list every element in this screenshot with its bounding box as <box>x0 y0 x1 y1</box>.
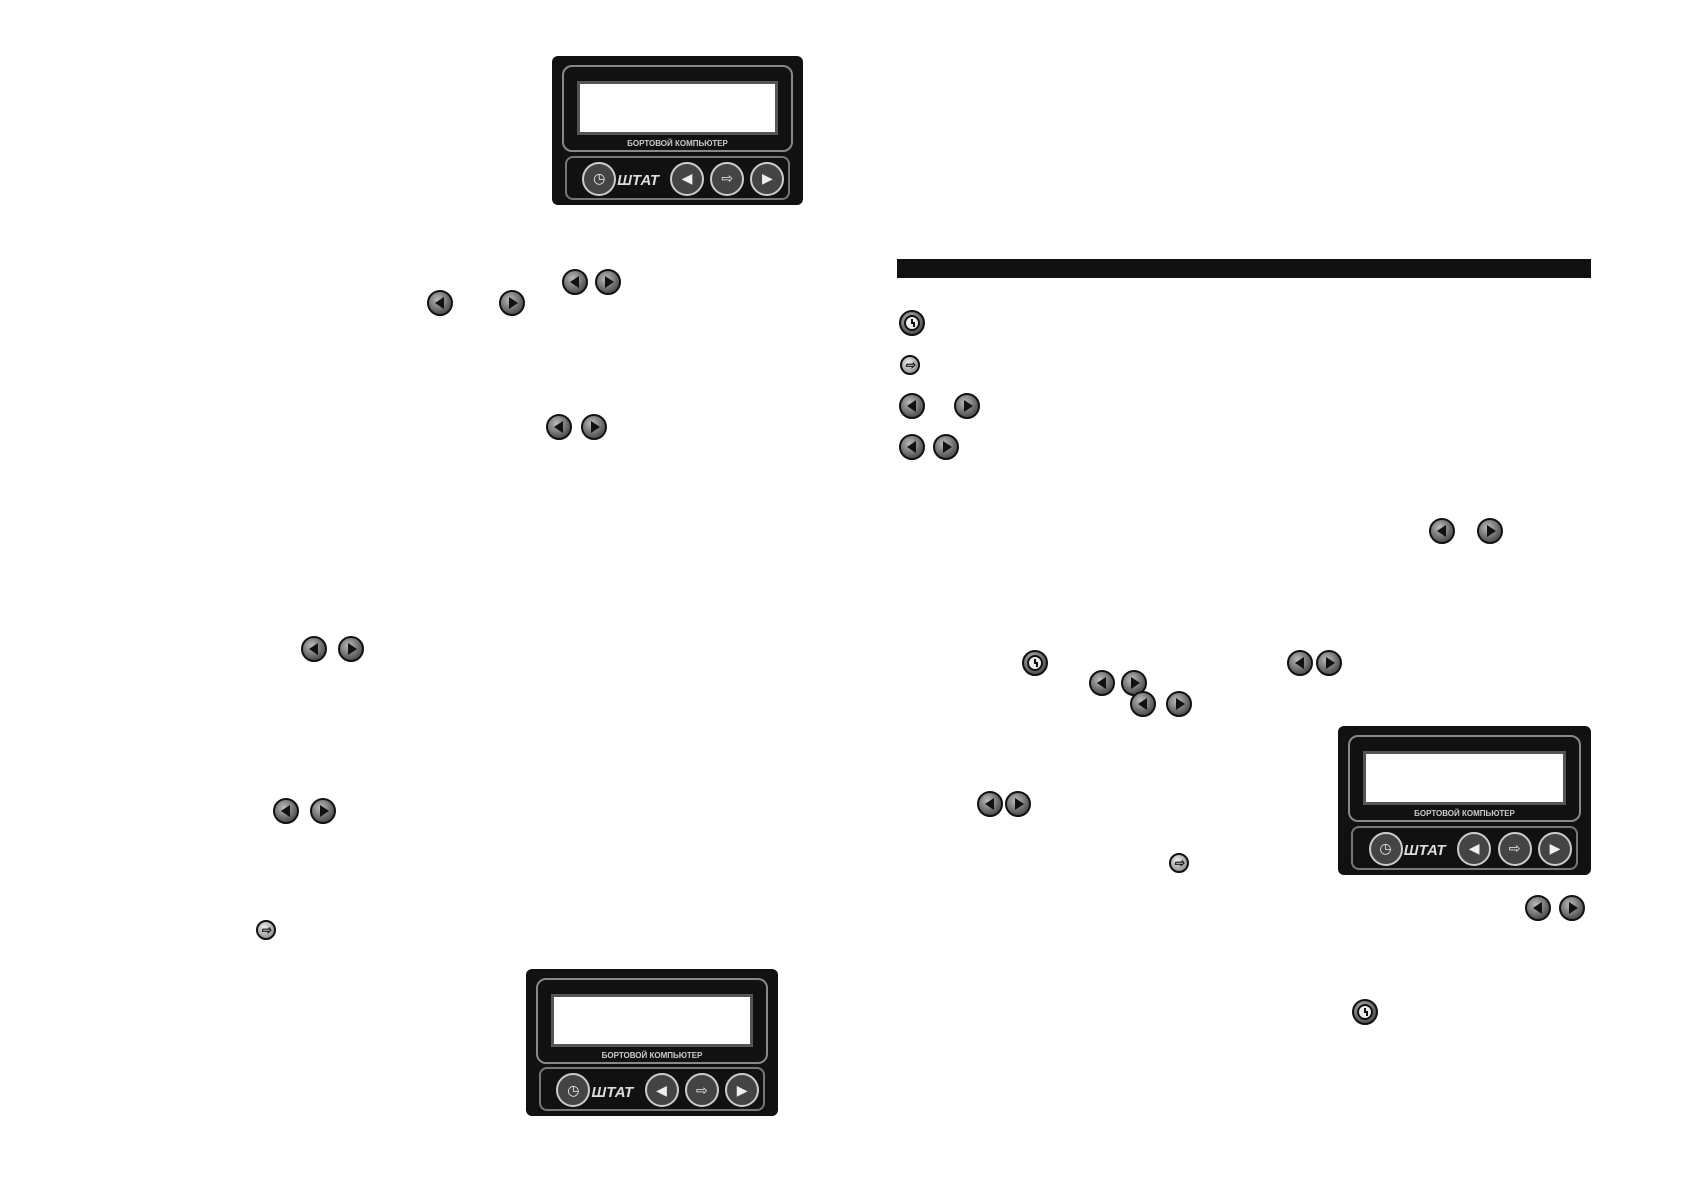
clock-button-icon <box>899 310 925 336</box>
left-arrow-button-icon <box>1089 670 1115 696</box>
button-panel <box>538 1067 766 1112</box>
left-arrow-icon: ◀ <box>1457 831 1492 866</box>
button-panel <box>1350 825 1579 871</box>
button-panel <box>564 155 791 201</box>
enter-button-icon: ⇨ <box>900 355 920 375</box>
left-arrow-button-icon <box>273 798 299 824</box>
enter-icon: ⇨ <box>1497 831 1532 866</box>
left-arrow-button-icon <box>562 269 588 295</box>
left-arrow-button-icon <box>546 414 572 440</box>
right-arrow-button-icon <box>338 636 364 662</box>
device-image-bottom-left: БОРТОВОЙ КОМПЬЮТЕР ШТАТ◷ ◀⇨▶ <box>526 969 778 1116</box>
display-bezel <box>1348 734 1581 823</box>
display-screen <box>551 993 753 1048</box>
clock-button-icon <box>1352 999 1378 1025</box>
left-arrow-button-icon <box>301 636 327 662</box>
right-arrow-button-icon <box>1005 791 1031 817</box>
left-arrow-button-icon <box>1429 518 1455 544</box>
right-arrow-button-icon <box>499 290 525 316</box>
right-arrow-icon: ▶ <box>750 161 785 196</box>
device-label: БОРТОВОЙ КОМПЬЮТЕР <box>601 1051 703 1061</box>
right-arrow-icon: ▶ <box>1538 831 1573 866</box>
left-arrow-button-icon <box>977 791 1003 817</box>
right-arrow-button-icon <box>1477 518 1503 544</box>
display-screen <box>1363 751 1566 805</box>
left-arrow-icon: ◀ <box>670 161 705 196</box>
right-arrow-button-icon <box>954 393 980 419</box>
right-arrow-button-icon <box>595 269 621 295</box>
enter-icon: ⇨ <box>710 161 745 196</box>
clock-icon: ◷ <box>582 161 617 196</box>
clock-icon: ◷ <box>1368 831 1403 866</box>
brand-logo: ШТАТ <box>591 1083 634 1101</box>
display-bezel <box>562 64 793 153</box>
display-bezel <box>536 977 768 1065</box>
right-arrow-icon: ▶ <box>725 1073 760 1108</box>
right-arrow-button-icon <box>1316 650 1342 676</box>
device-image-right: БОРТОВОЙ КОМПЬЮТЕР ШТАТ◷ ◀⇨▶ <box>1338 726 1591 875</box>
left-arrow-button-icon <box>899 434 925 460</box>
right-arrow-button-icon <box>1559 895 1585 921</box>
left-arrow-button-icon <box>1130 691 1156 717</box>
brand-logo: ШТАТ <box>617 172 660 190</box>
display-screen <box>577 81 778 135</box>
right-arrow-button-icon <box>581 414 607 440</box>
left-arrow-button-icon <box>1287 650 1313 676</box>
brand-logo: ШТАТ <box>1403 842 1446 860</box>
right-arrow-button-icon <box>933 434 959 460</box>
device-label: БОРТОВОЙ КОМПЬЮТЕР <box>627 139 728 149</box>
device-label: БОРТОВОЙ КОМПЬЮТЕР <box>1414 809 1515 819</box>
clock-icon: ◷ <box>556 1073 591 1108</box>
left-arrow-icon: ◀ <box>644 1073 679 1108</box>
left-arrow-button-icon <box>899 393 925 419</box>
enter-icon: ⇨ <box>684 1073 719 1108</box>
left-arrow-button-icon <box>427 290 453 316</box>
enter-button-icon: ⇨ <box>1169 853 1189 873</box>
right-arrow-button-icon <box>1166 691 1192 717</box>
clock-button-icon <box>1022 650 1048 676</box>
device-image-top-left: БОРТОВОЙ КОМПЬЮТЕР ШТАТ◷ ◀⇨▶ <box>552 56 803 205</box>
left-arrow-button-icon <box>1525 895 1551 921</box>
section-header-bar <box>897 259 1591 278</box>
enter-button-icon: ⇨ <box>256 920 276 940</box>
right-arrow-button-icon <box>310 798 336 824</box>
